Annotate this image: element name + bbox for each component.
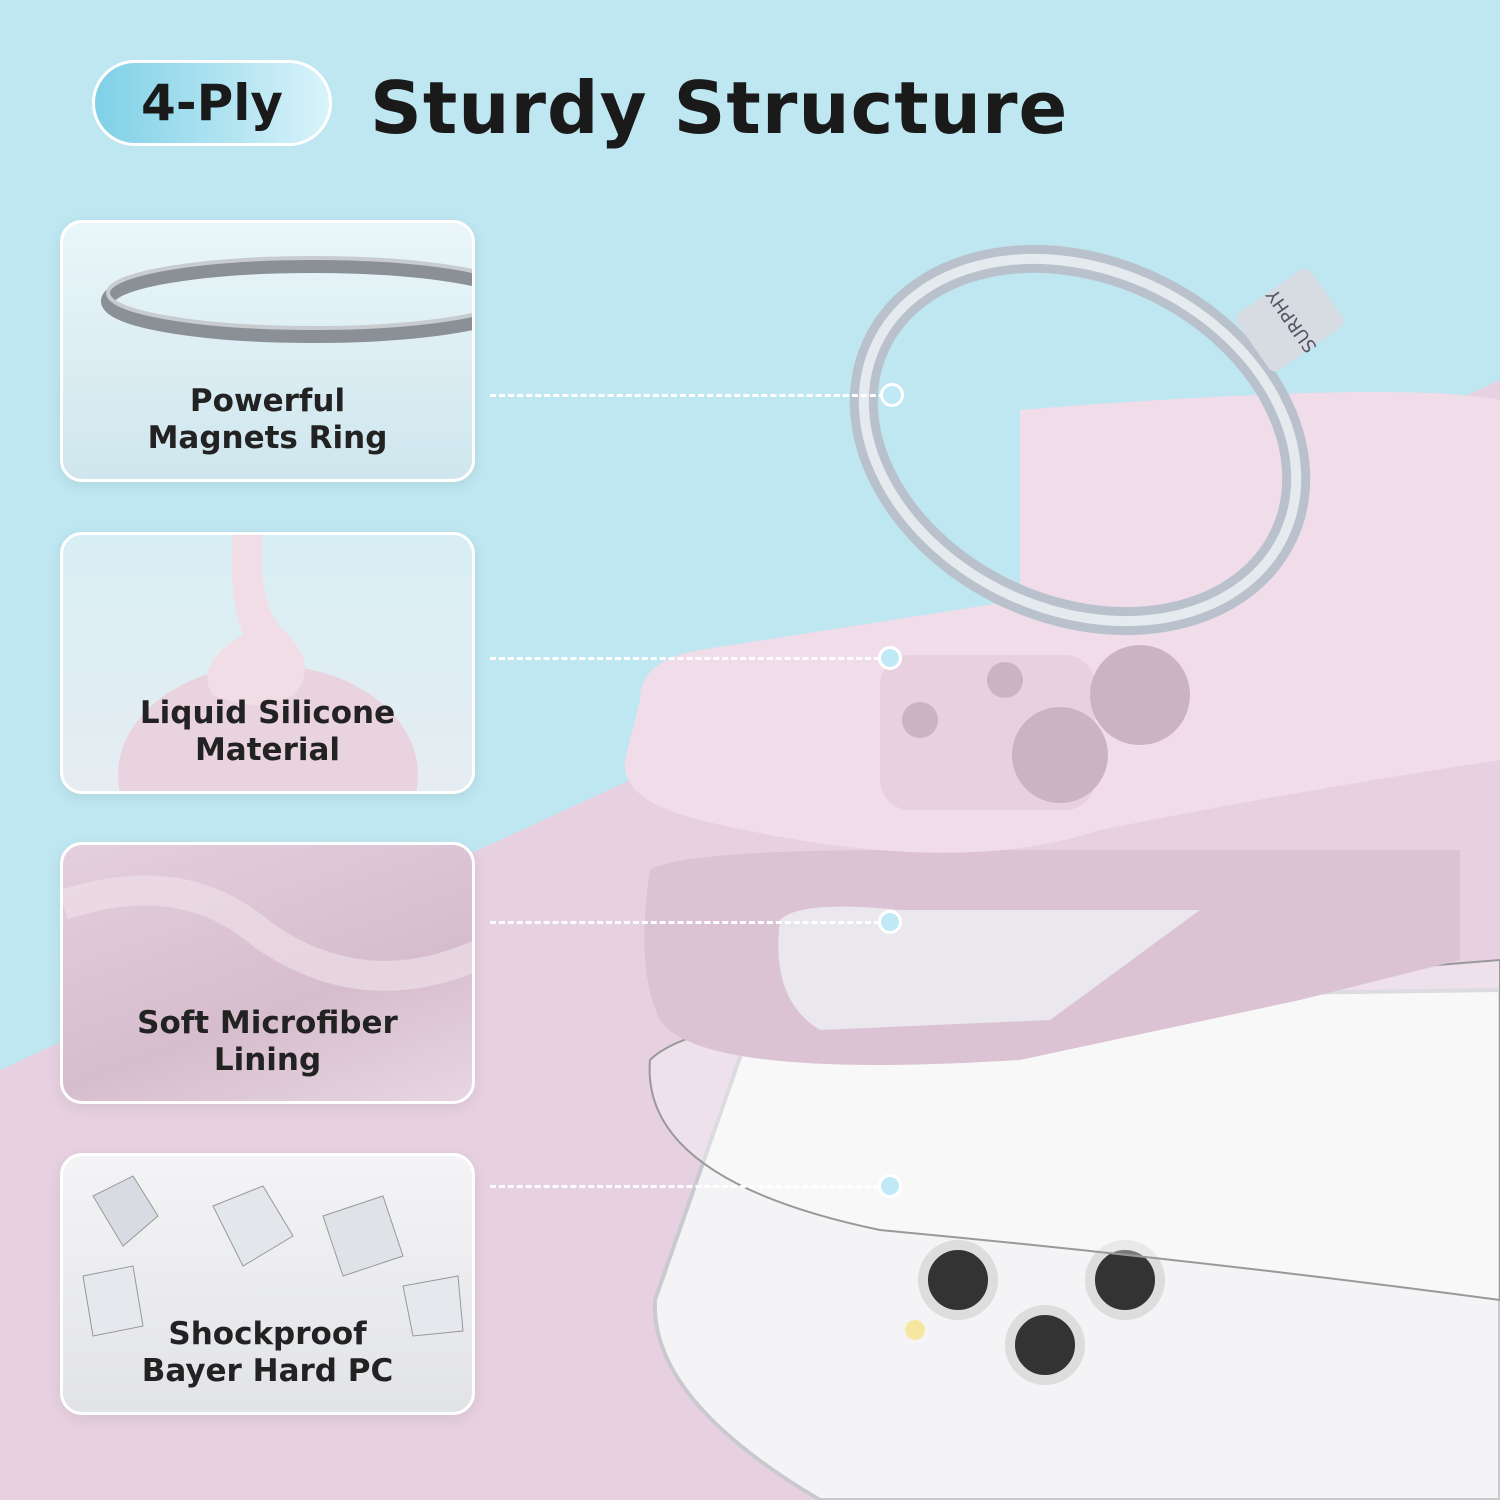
silicone-drop-icon [118,535,418,791]
ply-badge: 4-Ply [92,60,332,146]
magnet-ring-icon [101,256,472,343]
microfiber-icon [63,875,472,991]
connector-dot [878,1174,902,1198]
card-label: Material [194,732,341,768]
page-title: Sturdy Structure [370,66,1069,150]
card-label: Magnets Ring [147,420,388,456]
magnet-ring-illustration: SURPHY [849,244,1344,636]
card-label: Powerful [189,383,346,419]
card-label: Shockproof [168,1316,367,1352]
connector-line [490,1185,880,1188]
card-label: Bayer Hard PC [141,1353,394,1389]
connector-dot [878,910,902,934]
card-label: Lining [213,1042,322,1078]
connector-line [490,657,880,660]
card-label: Soft Microfiber [137,1005,398,1041]
connector-dot [880,383,904,407]
connector-line [490,921,880,924]
card-label: Liquid Silicone [139,695,396,731]
crystal-icon [82,1175,464,1337]
connector-dot [878,646,902,670]
connector-line [490,394,885,397]
